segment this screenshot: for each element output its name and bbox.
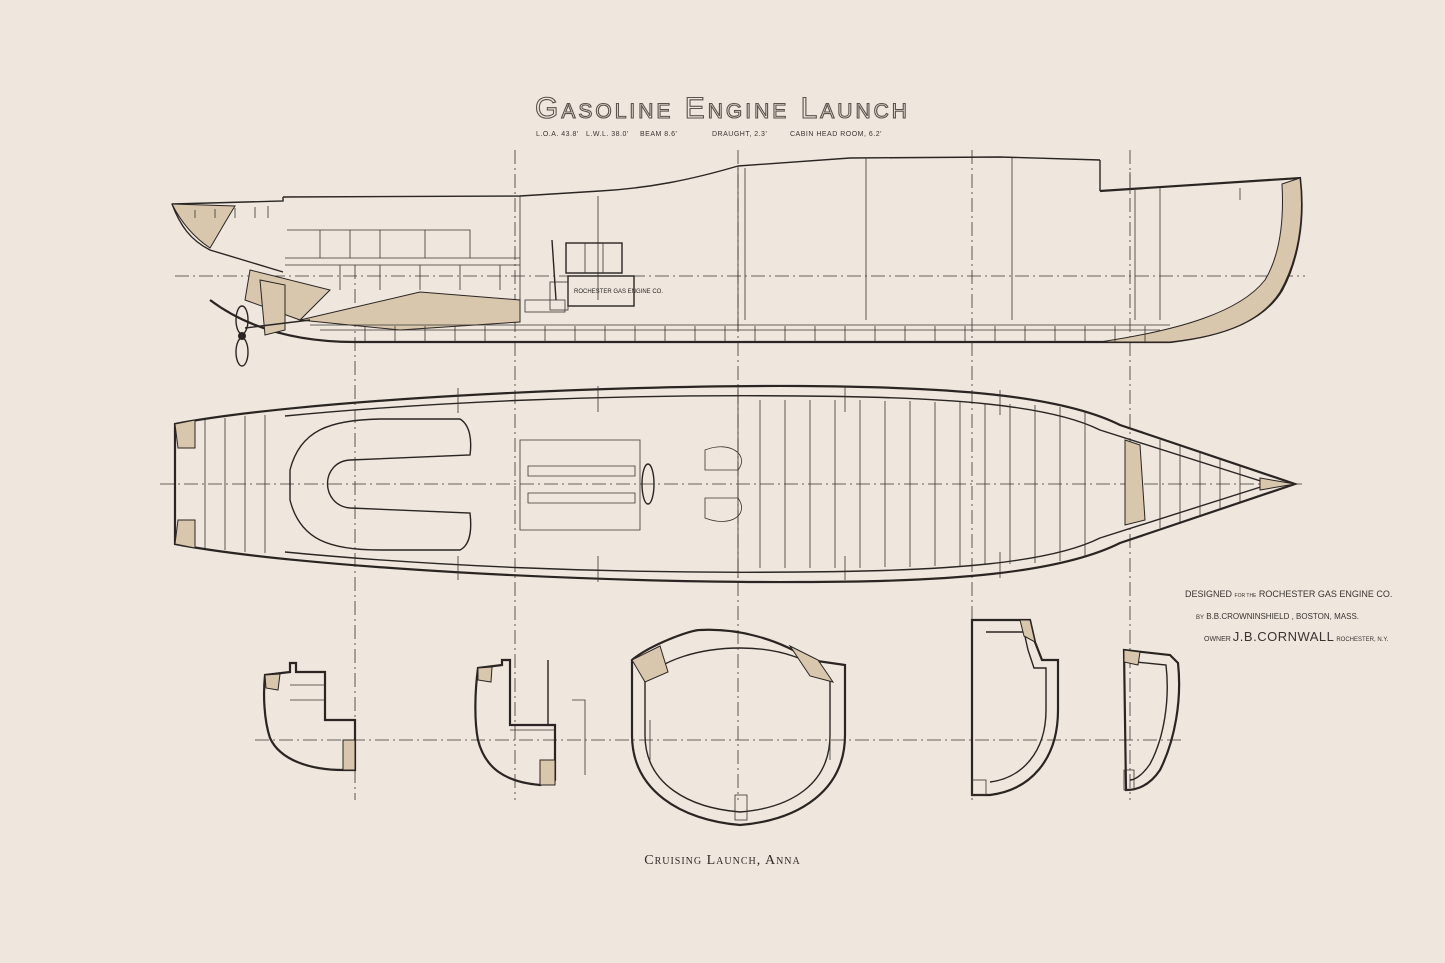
- section-2: [474, 658, 586, 787]
- profile-view: ROCHESTER GAS ENGINE CO.: [171, 150, 1305, 800]
- section-1: [262, 661, 357, 772]
- credit-by: BY: [1196, 615, 1205, 621]
- dim-lwl: L.W.L. 38.0': [586, 131, 629, 138]
- cross-sections: [255, 618, 1185, 827]
- credit-designed: DESIGNED FOR THE ROCHESTER GAS ENGINE CO…: [1185, 589, 1392, 599]
- credit-owner-city: ROCHESTER, N.Y.: [1336, 637, 1389, 643]
- plan-view: [160, 384, 1305, 584]
- credit-designed-label: DESIGNED: [1185, 589, 1233, 599]
- engine: [524, 239, 635, 313]
- credit-owner-name: J.B.CORNWALL: [1232, 629, 1335, 644]
- dim-beam: BEAM 8.6': [640, 131, 678, 138]
- drawing-title: Gasoline Engine Launch: [534, 91, 910, 125]
- propeller: [235, 279, 311, 367]
- credit-designer-name: B.B.CROWNINSHIELD , BOSTON, MASS.: [1206, 612, 1360, 621]
- dim-headroom: CABIN HEAD ROOM, 6.2': [790, 131, 882, 138]
- credit-designer: BY B.B.CROWNINSHIELD , BOSTON, MASS.: [1196, 612, 1359, 621]
- dim-draught: DRAUGHT, 2.3': [712, 131, 768, 138]
- engine-label: ROCHESTER GAS ENGINE CO.: [574, 289, 663, 295]
- credit-company: ROCHESTER GAS ENGINE CO.: [1258, 589, 1393, 599]
- dim-loa: L.O.A. 43.8': [536, 131, 579, 138]
- credit-for-the: FOR THE: [1234, 593, 1257, 599]
- section-3-midship: [630, 628, 847, 827]
- section-4: [970, 618, 1060, 797]
- credit-owner: OWNER J.B.CORNWALL ROCHESTER, N.Y.: [1204, 629, 1388, 644]
- section-5: [1122, 648, 1181, 792]
- credit-owner-label: OWNER: [1204, 636, 1231, 643]
- drawing-caption: Cruising Launch, Anna: [644, 853, 801, 868]
